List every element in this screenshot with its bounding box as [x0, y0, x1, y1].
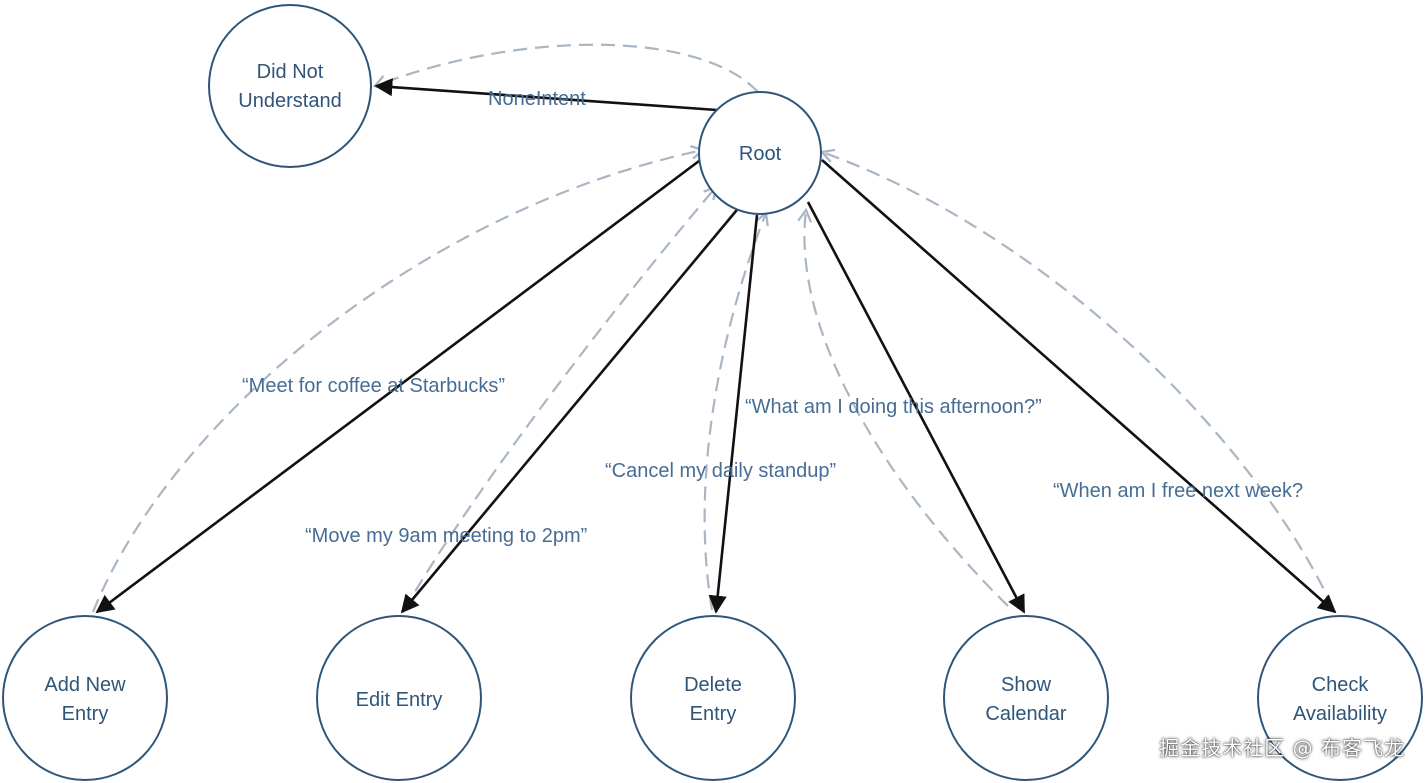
node-show-calendar: Show Calendar — [943, 615, 1109, 781]
node-did-not-understand: Did Not Understand — [208, 4, 372, 168]
node-edit-entry-label: Edit Entry — [356, 689, 443, 711]
node-check-availability-label-line2: Availability — [1293, 703, 1387, 725]
node-delete-entry-label-line2: Entry — [690, 703, 737, 725]
node-root-label: Root — [739, 143, 782, 165]
edge-root-to-check-availability — [821, 159, 1337, 614]
node-check-availability: Check Availability — [1257, 615, 1423, 781]
watermark-text: 掘金技术社区 @ 布客飞龙 — [1159, 736, 1405, 760]
edge-label-when-free: “When am I free next week? — [1053, 480, 1303, 502]
edge-label-what-doing: “What am I doing this afternoon?” — [745, 396, 1042, 418]
return-edge-check-availability — [819, 148, 1334, 609]
edge-root-to-did-not-understand — [374, 78, 718, 112]
node-root: Root — [698, 91, 822, 215]
edge-label-cancel-standup: “Cancel my daily standup” — [605, 460, 836, 482]
node-delete-entry: Delete Entry — [630, 615, 796, 781]
node-add-new-entry-label-line1: Add New — [44, 674, 126, 696]
node-add-new-entry: Add New Entry — [2, 615, 168, 781]
node-did-not-understand-label-line1: Did Not — [257, 61, 324, 83]
edge-root-to-delete-entry — [708, 214, 759, 614]
node-show-calendar-label-line1: Show — [1001, 674, 1052, 696]
edge-label-meet-coffee: “Meet for coffee at Starbucks” — [242, 375, 505, 397]
edge-label-none-intent: NoneIntent — [488, 88, 586, 110]
return-edge-delete-entry — [703, 210, 769, 611]
node-check-availability-label-line1: Check — [1312, 674, 1370, 696]
return-edge-edit-entry — [403, 185, 718, 611]
return-edge-did-not-understand — [372, 43, 759, 93]
node-did-not-understand-label-line2: Understand — [238, 90, 341, 112]
node-add-new-entry-label-line2: Entry — [62, 703, 109, 725]
node-show-calendar-label-line2: Calendar — [985, 703, 1067, 725]
edge-root-to-add-new-entry — [95, 156, 704, 614]
edge-label-move-meeting: “Move my 9am meeting to 2pm” — [305, 525, 587, 547]
node-delete-entry-label-line1: Delete — [684, 674, 742, 696]
edge-root-to-edit-entry — [400, 204, 742, 614]
edge-root-to-show-calendar — [806, 201, 1026, 614]
node-edit-entry: Edit Entry — [316, 615, 482, 781]
return-edge-add-new-entry — [91, 145, 706, 613]
return-edge-show-calendar — [797, 207, 1009, 607]
